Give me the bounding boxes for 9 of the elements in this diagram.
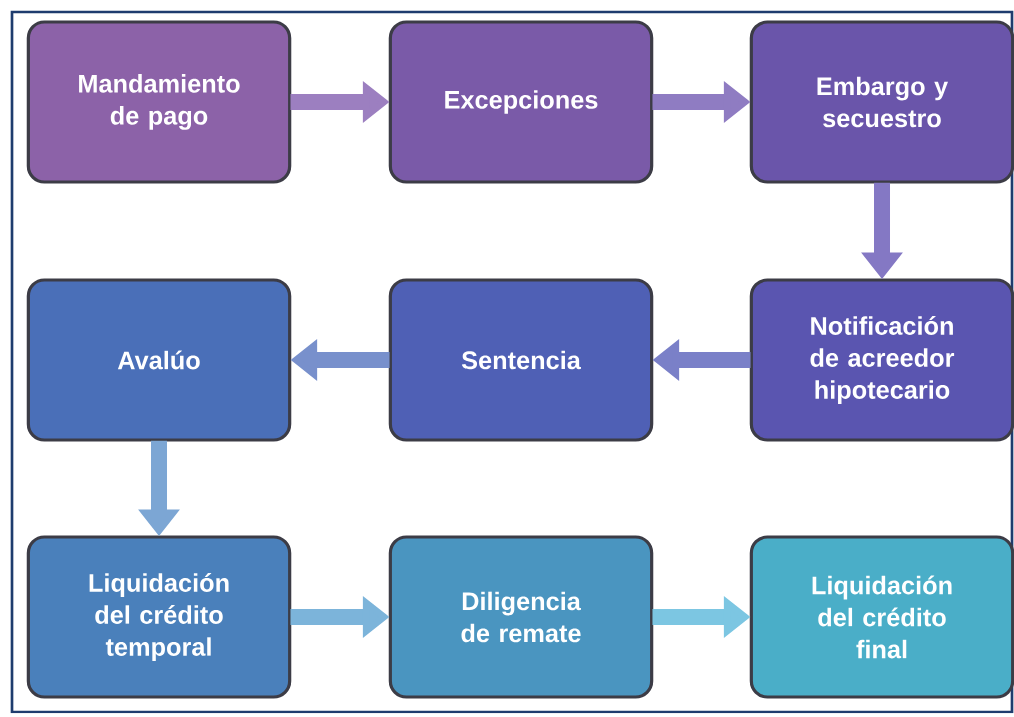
process-box: Liquidación del crédito final (749, 535, 1014, 699)
process-box: Notificación de acreedor hipotecario (749, 278, 1014, 442)
process-box: Avalúo (26, 278, 292, 442)
process-box: Excepciones (388, 20, 654, 184)
process-box: Diligencia de remate (388, 535, 654, 699)
process-box: Sentencia (388, 278, 654, 442)
process-box: Mandamiento de pago (26, 20, 292, 184)
process-box: Liquidación del crédito temporal (26, 535, 292, 699)
process-box: Embargo y secuestro (749, 20, 1014, 184)
